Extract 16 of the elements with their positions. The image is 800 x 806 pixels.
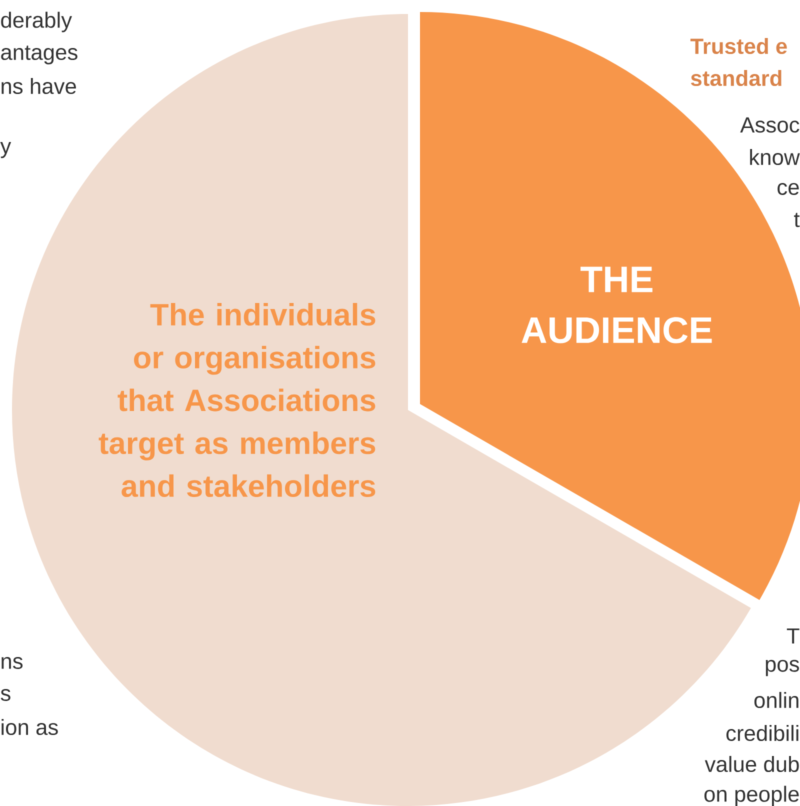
body-text: know bbox=[750, 148, 800, 166]
body-text: ns have bbox=[2, 78, 76, 94]
body-text: t bbox=[794, 212, 800, 228]
heading-text: Trusted e bbox=[690, 38, 787, 54]
body-text: on people bbox=[704, 786, 799, 806]
body-text: antages bbox=[1, 46, 78, 64]
body-text: derably bbox=[1, 12, 72, 32]
body-text: ns bbox=[2, 657, 23, 669]
body-text: Assoc bbox=[740, 117, 800, 133]
body-text: ion as bbox=[2, 718, 58, 736]
body-text: ce bbox=[778, 183, 799, 196]
heading-text: standard bbox=[690, 70, 782, 86]
body-text: credibili bbox=[726, 724, 798, 742]
body-text: T bbox=[786, 628, 800, 644]
body-text: pos bbox=[766, 660, 799, 676]
body-text: value dub bbox=[704, 756, 799, 772]
